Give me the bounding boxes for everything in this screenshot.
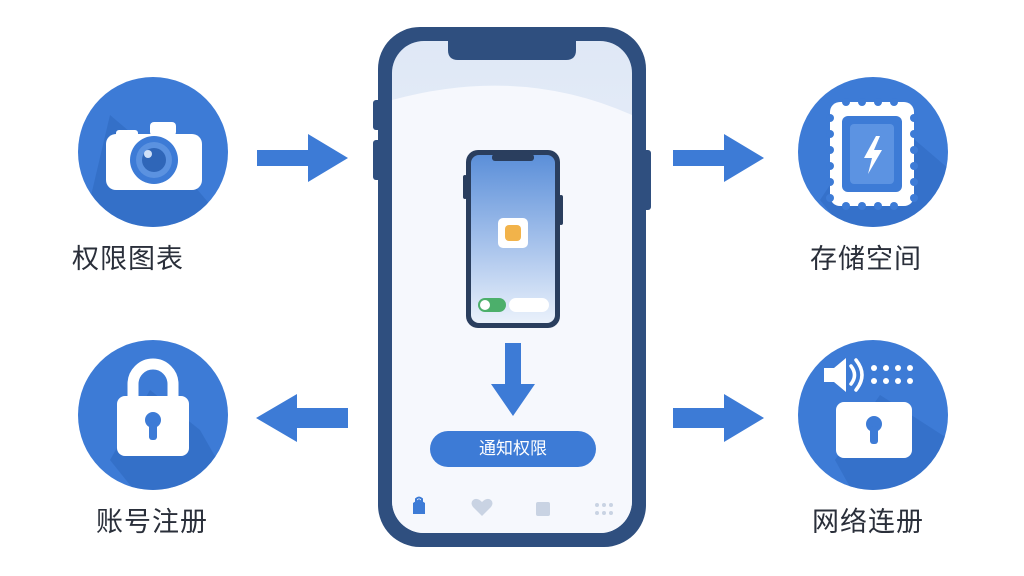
network-lock-icon: [824, 358, 913, 458]
phone-notch: [448, 41, 576, 60]
inner-phone-preview: [463, 150, 563, 328]
arrow-right-bottom-right: [673, 394, 764, 442]
storage-feature-badge[interactable]: [798, 77, 960, 250]
nav-heart-icon[interactable]: [471, 498, 493, 516]
nav-home-icon[interactable]: [413, 496, 425, 515]
nav-square-icon[interactable]: [536, 502, 550, 516]
label-storage-space: 存储空间: [810, 244, 922, 275]
label-permission-chart: 权限图表: [72, 244, 184, 275]
arrow-right-top-right: [673, 134, 764, 182]
storage-chip-icon: [826, 98, 918, 210]
nav-grid-icon[interactable]: [595, 503, 613, 515]
camera-feature-badge[interactable]: [78, 77, 240, 260]
label-account-register: 账号注册: [96, 507, 208, 538]
arrow-left-bottom-left: [256, 394, 348, 442]
notification-permission-button[interactable]: [430, 431, 596, 467]
label-network-connect: 网络连册: [812, 507, 924, 538]
network-feature-badge[interactable]: [798, 340, 960, 505]
camera-icon: [106, 122, 202, 190]
bottom-nav: [413, 496, 613, 516]
arrow-right-top-left: [257, 134, 348, 182]
lock-icon: [117, 358, 189, 456]
phone-mockup: [373, 27, 651, 547]
lock-feature-badge[interactable]: [78, 340, 240, 510]
arrow-down: [491, 343, 535, 416]
